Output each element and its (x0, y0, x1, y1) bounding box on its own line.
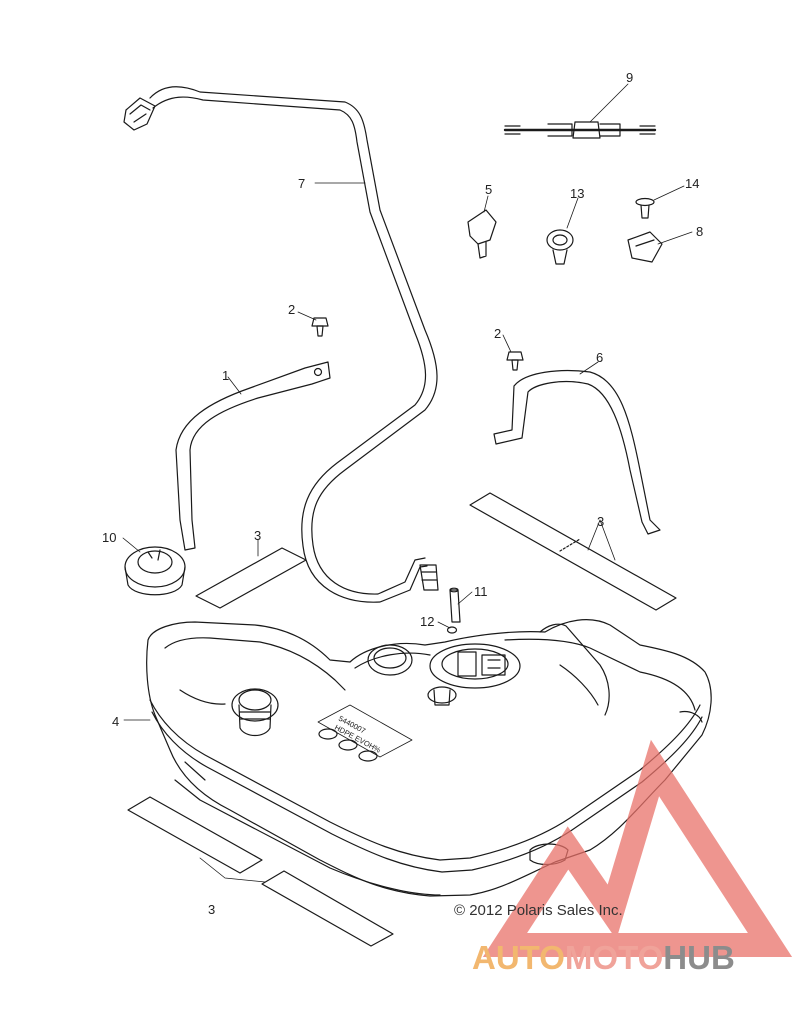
callout-13: 13 (570, 186, 584, 201)
callout-1: 1 (222, 368, 229, 383)
clip-8 (627, 231, 663, 263)
callout-labels: 1 2 2 3 3 3 4 5 6 7 8 9 10 11 12 13 14 (102, 70, 703, 917)
pad-3d (261, 870, 394, 947)
tank-strap-1 (175, 361, 331, 551)
watermark-brand: AUTOMOTOHUB (472, 939, 735, 977)
brand-auto: AUTO (472, 939, 565, 976)
callout-3b: 3 (597, 514, 604, 529)
callout-2b: 2 (494, 326, 501, 341)
tank-label-text: 5440007 HDPE EVOH% (333, 714, 382, 755)
brand-hub: HUB (663, 939, 735, 976)
bolt-2a (311, 317, 329, 337)
oring-12 (446, 626, 458, 634)
callout-3c: 3 (208, 902, 215, 917)
callout-7: 7 (298, 176, 305, 191)
fuel-cap-10 (124, 546, 186, 596)
callout-11: 11 (474, 584, 488, 599)
push-pin-14 (635, 197, 655, 219)
line-9 (503, 121, 657, 139)
bolt-2b (506, 351, 524, 371)
clamp-13 (546, 229, 574, 265)
callout-5: 5 (485, 182, 492, 197)
fuel-tank-4 (146, 619, 712, 897)
pad-3b (469, 492, 677, 611)
callout-8: 8 (696, 224, 703, 239)
pad-3a (195, 547, 307, 609)
callout-6: 6 (596, 350, 603, 365)
callout-14: 14 (685, 176, 699, 191)
callout-12: 12 (420, 614, 434, 629)
callout-4: 4 (112, 714, 119, 729)
callout-2a: 2 (288, 302, 295, 317)
copyright-text: © 2012 Polaris Sales Inc. (454, 902, 623, 919)
watermark-logo (482, 739, 793, 957)
callout-10: 10 (102, 530, 116, 545)
tank-strap-6 (493, 369, 661, 535)
leader-lines (122, 83, 693, 883)
vent-hose-7 (123, 86, 439, 603)
callout-9: 9 (626, 70, 633, 85)
brand-moto: MOTO (564, 939, 664, 976)
tube-11 (449, 587, 461, 623)
clip-5 (467, 209, 497, 259)
pad-3c (127, 796, 263, 874)
callout-3a: 3 (254, 528, 261, 543)
